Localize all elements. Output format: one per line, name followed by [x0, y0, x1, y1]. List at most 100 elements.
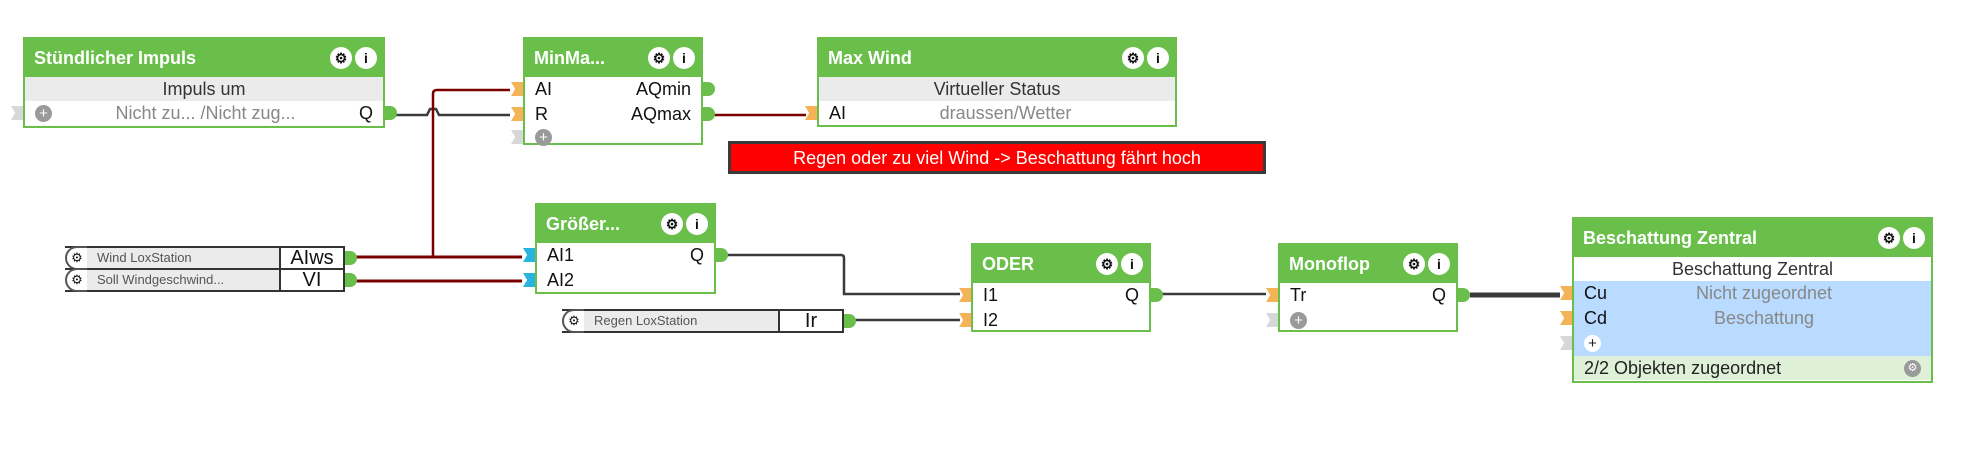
info-icon[interactable]: i: [1147, 47, 1169, 69]
info-icon[interactable]: i: [1903, 227, 1925, 249]
settings-icon[interactable]: ⚙: [1904, 359, 1921, 377]
input-connector-tr[interactable]: [1266, 288, 1278, 302]
output-connector-aqmin[interactable]: [703, 82, 715, 96]
block-groesser[interactable]: Größer... ⚙ i AI1 Q AI2: [523, 203, 728, 294]
input-label-i2: I2: [983, 310, 999, 330]
block-header[interactable]: Beschattung Zentral ⚙ i: [1574, 219, 1931, 257]
input-connector-cu[interactable]: [1560, 286, 1572, 300]
virtual-input-regen[interactable]: ⚙ Regen LoxStation Ir: [562, 309, 856, 333]
input-connector-cd[interactable]: [1560, 311, 1572, 325]
input-connector-ai[interactable]: [511, 82, 523, 96]
input-label-cu: Cu: [1584, 283, 1608, 303]
virtual-input-soll[interactable]: ⚙ Soll Windgeschwind... VI: [65, 268, 357, 292]
output-connector-q[interactable]: [716, 248, 728, 262]
input-connector[interactable]: [1266, 313, 1278, 327]
input-label-ai: AI: [829, 103, 847, 123]
virtual-input-wind[interactable]: ⚙ Wind LoxStation AIws: [65, 246, 357, 270]
info-icon[interactable]: i: [1428, 253, 1450, 275]
block-row: Cd Beschattung: [1560, 306, 1931, 331]
input-connector-r[interactable]: [511, 107, 523, 121]
block-row: I2: [959, 308, 1149, 333]
gear-icon[interactable]: ⚙: [648, 47, 670, 69]
add-input-icon[interactable]: +: [1290, 312, 1307, 329]
block-row: I1 Q: [959, 283, 1163, 308]
add-input-icon[interactable]: +: [535, 128, 552, 146]
wire-groesser-to-oder-i1: [727, 253, 960, 296]
output-label-q: Q: [358, 103, 373, 123]
input-connector-ai2[interactable]: [523, 273, 535, 287]
input-label-ai2: AI2: [547, 270, 575, 290]
info-icon[interactable]: i: [673, 47, 695, 69]
block-row: AI1 Q: [523, 243, 728, 268]
output-label-q: Q: [1124, 285, 1139, 305]
block-row: AI draussen/Wetter: [805, 101, 1175, 126]
gear-icon[interactable]: ⚙: [65, 268, 87, 292]
output-connector-vi[interactable]: [345, 273, 357, 287]
output-label-aqmax: AQmax: [630, 104, 691, 124]
block-row: + Nicht zu... /Nicht zug... Q: [11, 101, 397, 126]
block-oder[interactable]: ODER ⚙ i I1 Q I2: [959, 243, 1163, 333]
input-name: Wind LoxStation: [87, 248, 279, 268]
gear-icon[interactable]: ⚙: [1122, 47, 1144, 69]
gear-icon[interactable]: ⚙: [330, 47, 352, 69]
output-connector-q[interactable]: [1151, 288, 1163, 302]
gear-icon[interactable]: ⚙: [1878, 227, 1900, 249]
block-minmax[interactable]: MinMa... ⚙ i AI AQmin R AQmax +: [511, 37, 715, 146]
input-pin: AIws: [279, 248, 343, 268]
info-icon[interactable]: i: [686, 213, 708, 235]
output-connector-aiws[interactable]: [345, 251, 357, 265]
block-header[interactable]: MinMa... ⚙ i: [525, 39, 701, 77]
block-row: +: [1266, 308, 1456, 333]
block-subtitle: Virtueller Status: [819, 77, 1175, 101]
input-connector[interactable]: [511, 130, 523, 144]
add-input-icon[interactable]: +: [1584, 335, 1601, 352]
input-label-cd: Cd: [1584, 308, 1608, 328]
block-header[interactable]: Stündlicher Impuls ⚙ i: [25, 39, 383, 77]
assignment-value: Nicht zu... /Nicht zug...: [115, 103, 296, 123]
block-beschattung-zentral[interactable]: Beschattung Zentral ⚙ i Beschattung Zent…: [1560, 217, 1933, 383]
add-input-icon[interactable]: +: [35, 105, 52, 122]
input-connector-i1[interactable]: [959, 288, 971, 302]
info-icon[interactable]: i: [355, 47, 377, 69]
output-connector-q[interactable]: [1458, 288, 1470, 302]
info-icon[interactable]: i: [1121, 253, 1143, 275]
output-connector-ir[interactable]: [844, 314, 856, 328]
input-label-r: R: [535, 104, 548, 124]
block-title: Monoflop: [1289, 253, 1370, 274]
output-label-aqmin: AQmin: [635, 79, 691, 99]
input-label-ai: AI: [535, 79, 553, 99]
input-connector-ai[interactable]: [805, 106, 817, 120]
block-row: +: [1560, 331, 1931, 356]
block-header[interactable]: Größer... ⚙ i: [537, 205, 714, 243]
input-label-ai1: AI1: [547, 245, 575, 265]
block-footer: 2/2 Objekten zugeordnet ⚙: [1574, 356, 1931, 380]
input-connector-i2[interactable]: [959, 313, 971, 327]
block-max-wind[interactable]: Max Wind ⚙ i Virtueller Status AI drauss…: [805, 37, 1177, 127]
block-row: Cu Nicht zugeordnet: [1560, 281, 1931, 306]
gear-icon[interactable]: ⚙: [1096, 253, 1118, 275]
input-pin: Ir: [778, 311, 842, 331]
input-name: Soll Windgeschwind...: [87, 270, 279, 290]
assignment-value: Beschattung: [1713, 308, 1815, 328]
block-monoflop[interactable]: Monoflop ⚙ i Tr Q +: [1266, 243, 1470, 333]
wire-impuls-to-minmax-r: [395, 107, 510, 117]
block-title: Beschattung Zentral: [1583, 227, 1758, 248]
input-connector-ai1[interactable]: [523, 248, 535, 262]
output-label-q: Q: [689, 245, 704, 265]
block-header[interactable]: Monoflop ⚙ i: [1280, 245, 1456, 283]
output-label-q: Q: [1431, 285, 1446, 305]
output-connector-q[interactable]: [385, 106, 397, 120]
block-stuendlicher-impuls[interactable]: Stündlicher Impuls ⚙ i Impuls um + Nicht…: [11, 37, 397, 128]
gear-icon[interactable]: ⚙: [1403, 253, 1425, 275]
comment-note[interactable]: Regen oder zu viel Wind -> Beschattung f…: [728, 141, 1266, 174]
input-pin: VI: [279, 270, 343, 290]
gear-icon[interactable]: ⚙: [562, 309, 584, 333]
gear-icon[interactable]: ⚙: [65, 246, 87, 270]
block-header[interactable]: ODER ⚙ i: [973, 245, 1149, 283]
block-row: Tr Q: [1266, 283, 1470, 308]
input-connector[interactable]: [1560, 336, 1572, 350]
output-connector-aqmax[interactable]: [703, 107, 715, 121]
input-connector[interactable]: [11, 106, 23, 120]
block-header[interactable]: Max Wind ⚙ i: [819, 39, 1175, 77]
gear-icon[interactable]: ⚙: [661, 213, 683, 235]
